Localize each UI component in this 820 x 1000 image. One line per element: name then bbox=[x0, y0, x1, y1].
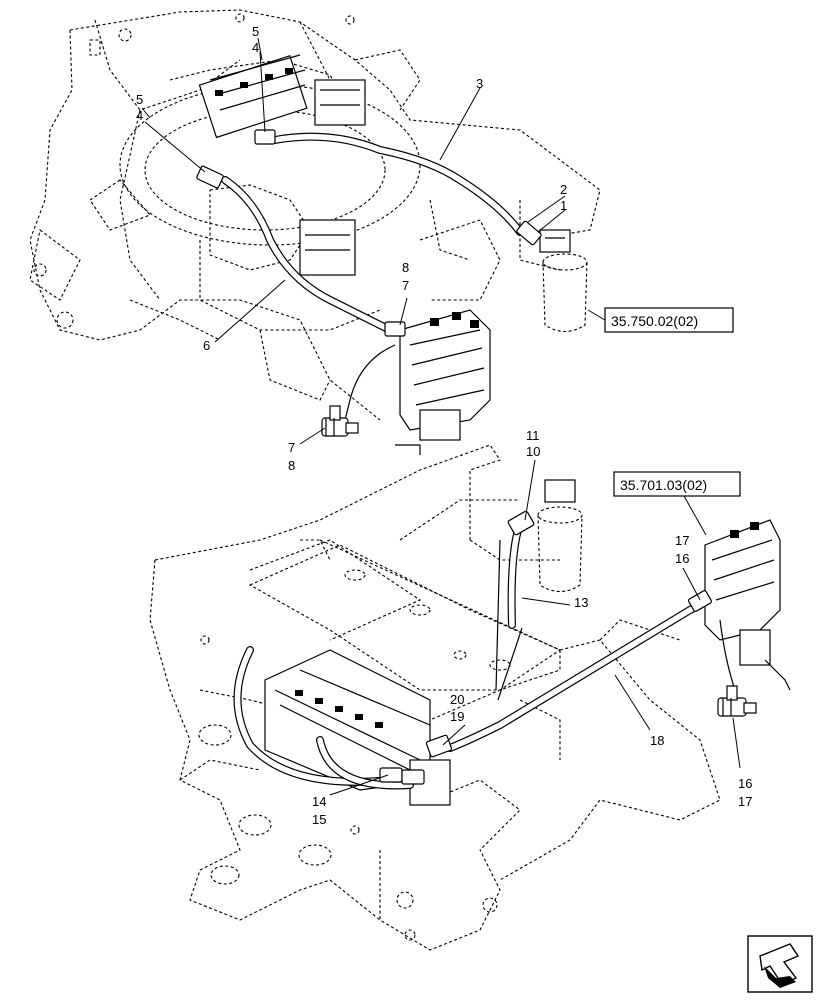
callout-4-a: 4 bbox=[252, 40, 259, 55]
lower-chassis-outline bbox=[149, 444, 721, 951]
callout-7-a: 7 bbox=[402, 278, 409, 293]
lower-return-line bbox=[719, 619, 736, 691]
callout-14: 14 bbox=[312, 794, 326, 809]
callout-labels: 1 2 3 5 4 5 4 6 8 7 7 8 11 10 13 17 16 1… bbox=[136, 24, 752, 827]
upper-chassis-outline bbox=[29, 9, 601, 421]
callout-17-b: 17 bbox=[738, 794, 752, 809]
callout-18: 18 bbox=[650, 733, 664, 748]
callout-15: 15 bbox=[312, 812, 326, 827]
callout-11: 11 bbox=[526, 428, 540, 443]
callout-4-b: 4 bbox=[136, 108, 143, 123]
reference-box-lower[interactable]: 35.701.03(02) bbox=[613, 471, 741, 536]
hose-13 bbox=[495, 510, 535, 701]
next-page-arrow-icon[interactable] bbox=[747, 935, 813, 993]
callout-6: 6 bbox=[203, 338, 210, 353]
lower-control-valve bbox=[704, 519, 791, 691]
callout-2: 2 bbox=[560, 182, 567, 197]
callout-5-a: 5 bbox=[252, 24, 259, 39]
callout-8-a: 8 bbox=[402, 260, 409, 275]
lower-filter bbox=[537, 479, 583, 593]
callout-20: 20 bbox=[450, 692, 464, 707]
callout-1: 1 bbox=[560, 198, 567, 213]
lower-mounting-plate bbox=[248, 544, 562, 691]
upper-filter bbox=[539, 229, 588, 333]
callout-7-b: 7 bbox=[288, 440, 295, 455]
tee-fitting-lower bbox=[717, 685, 757, 717]
reference-label-upper[interactable]: 35.750.02(02) bbox=[611, 313, 698, 329]
reference-box-upper[interactable]: 35.750.02(02) bbox=[587, 307, 734, 333]
callout-13: 13 bbox=[574, 595, 588, 610]
upper-control-valve bbox=[395, 309, 491, 455]
hose-3 bbox=[254, 129, 542, 246]
upper-return-line bbox=[344, 344, 396, 421]
callout-16-b: 16 bbox=[738, 776, 752, 791]
hoses-14-15 bbox=[233, 646, 425, 790]
callout-17-a: 17 bbox=[675, 533, 689, 548]
tee-fitting-upper bbox=[321, 405, 359, 437]
reference-label-lower[interactable]: 35.701.03(02) bbox=[620, 477, 707, 493]
hose-6 bbox=[196, 165, 406, 337]
callout-8-b: 8 bbox=[288, 458, 295, 473]
callout-5-b: 5 bbox=[136, 92, 143, 107]
leader-lines bbox=[141, 37, 741, 796]
hose-18 bbox=[425, 590, 713, 758]
callout-3: 3 bbox=[476, 76, 483, 91]
upper-valve-bank bbox=[198, 54, 366, 276]
lower-valve-bank bbox=[264, 649, 451, 806]
callout-16-a: 16 bbox=[675, 551, 689, 566]
callout-10: 10 bbox=[526, 444, 540, 459]
callout-19: 19 bbox=[450, 709, 464, 724]
